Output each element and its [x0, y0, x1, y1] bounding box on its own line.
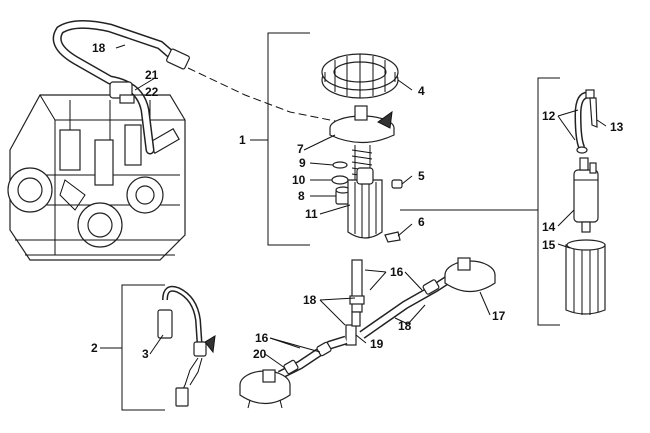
callout-18-hose: 18: [92, 41, 106, 55]
callout-10: 10: [292, 173, 306, 187]
pump-detail: [565, 89, 606, 315]
wiring-harness: [157, 285, 216, 407]
callout-13: 13: [610, 120, 624, 134]
fuel-lines-lower: [239, 257, 496, 409]
callout-2: 2: [91, 341, 98, 355]
callout-16-lower: 16: [255, 331, 269, 345]
callout-5: 5: [418, 169, 425, 183]
callout-3: 3: [142, 347, 149, 361]
callout-15: 15: [542, 238, 556, 252]
leader-lines: [115, 44, 607, 369]
fuel-pump-assembly: [321, 53, 403, 313]
callout-21: 21: [145, 68, 159, 82]
callout-16-upper: 16: [390, 265, 404, 279]
bracket-right: [537, 77, 560, 326]
lock-ring: [321, 53, 399, 99]
callout-20: 20: [253, 347, 267, 361]
callout-17: 17: [492, 309, 506, 323]
throttle-body-assembly: [7, 94, 186, 261]
callout-14: 14: [542, 220, 556, 234]
callout-7: 7: [297, 142, 304, 156]
callout-9: 9: [299, 156, 306, 170]
fuel-hose-top: [52, 20, 190, 155]
callout-6: 6: [418, 215, 425, 229]
callout-12: 12: [542, 109, 556, 123]
callout-labels: 18 21 22 4 1 7 9 10 8 11 5 6 12 13 14 15…: [91, 41, 624, 361]
callout-22: 22: [145, 85, 159, 99]
dashed-connection-line: [187, 67, 341, 123]
callout-1: 1: [239, 133, 246, 147]
bracket-1: [267, 32, 310, 246]
callout-18-left: 18: [303, 293, 317, 307]
callout-18-right: 18: [398, 319, 412, 333]
callout-4: 4: [418, 84, 425, 98]
callout-8: 8: [298, 189, 305, 203]
callout-11: 11: [305, 207, 318, 221]
callout-19: 19: [370, 337, 384, 351]
